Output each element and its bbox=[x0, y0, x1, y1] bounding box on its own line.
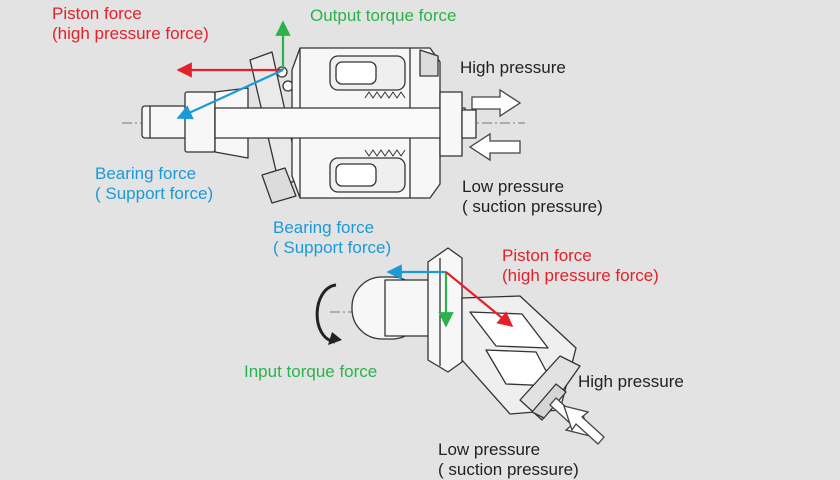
low-pressure-inlet-arrow bbox=[563, 405, 605, 445]
piston-force-arrow bbox=[445, 271, 514, 327]
low-pressure-inlet-arrow bbox=[468, 132, 521, 162]
top-low-pressure-label: Low pressure ( suction pressure) bbox=[462, 177, 603, 216]
top-high-pressure-label: High pressure bbox=[460, 58, 566, 77]
top-output-torque-label: Output torque force bbox=[310, 6, 457, 25]
bottom-piston-force-label: Piston force (high pressure force) bbox=[502, 246, 659, 285]
bottom-flow-arrows bbox=[549, 397, 605, 445]
bottom-low-pressure-label: Low pressure ( suction pressure) bbox=[438, 440, 579, 479]
top-piston-force-label: Piston force (high pressure force) bbox=[52, 4, 209, 43]
bottom-high-pressure-label: High pressure bbox=[578, 372, 684, 391]
high-pressure-outlet-arrow bbox=[471, 88, 522, 118]
bottom-bearing-force-label: Bearing force ( Support force) bbox=[273, 218, 392, 257]
rotation-arrow bbox=[315, 283, 342, 345]
top-force-vectors bbox=[176, 20, 291, 120]
top-flow-arrows bbox=[468, 88, 522, 162]
top-bearing-force-label: Bearing force ( Support force) bbox=[95, 164, 214, 203]
bent-axis-motor-drawing bbox=[330, 247, 591, 431]
bottom-force-vectors bbox=[386, 264, 514, 328]
bottom-input-torque-label: Input torque force bbox=[244, 362, 378, 381]
bearing-force-arrow bbox=[176, 68, 284, 120]
